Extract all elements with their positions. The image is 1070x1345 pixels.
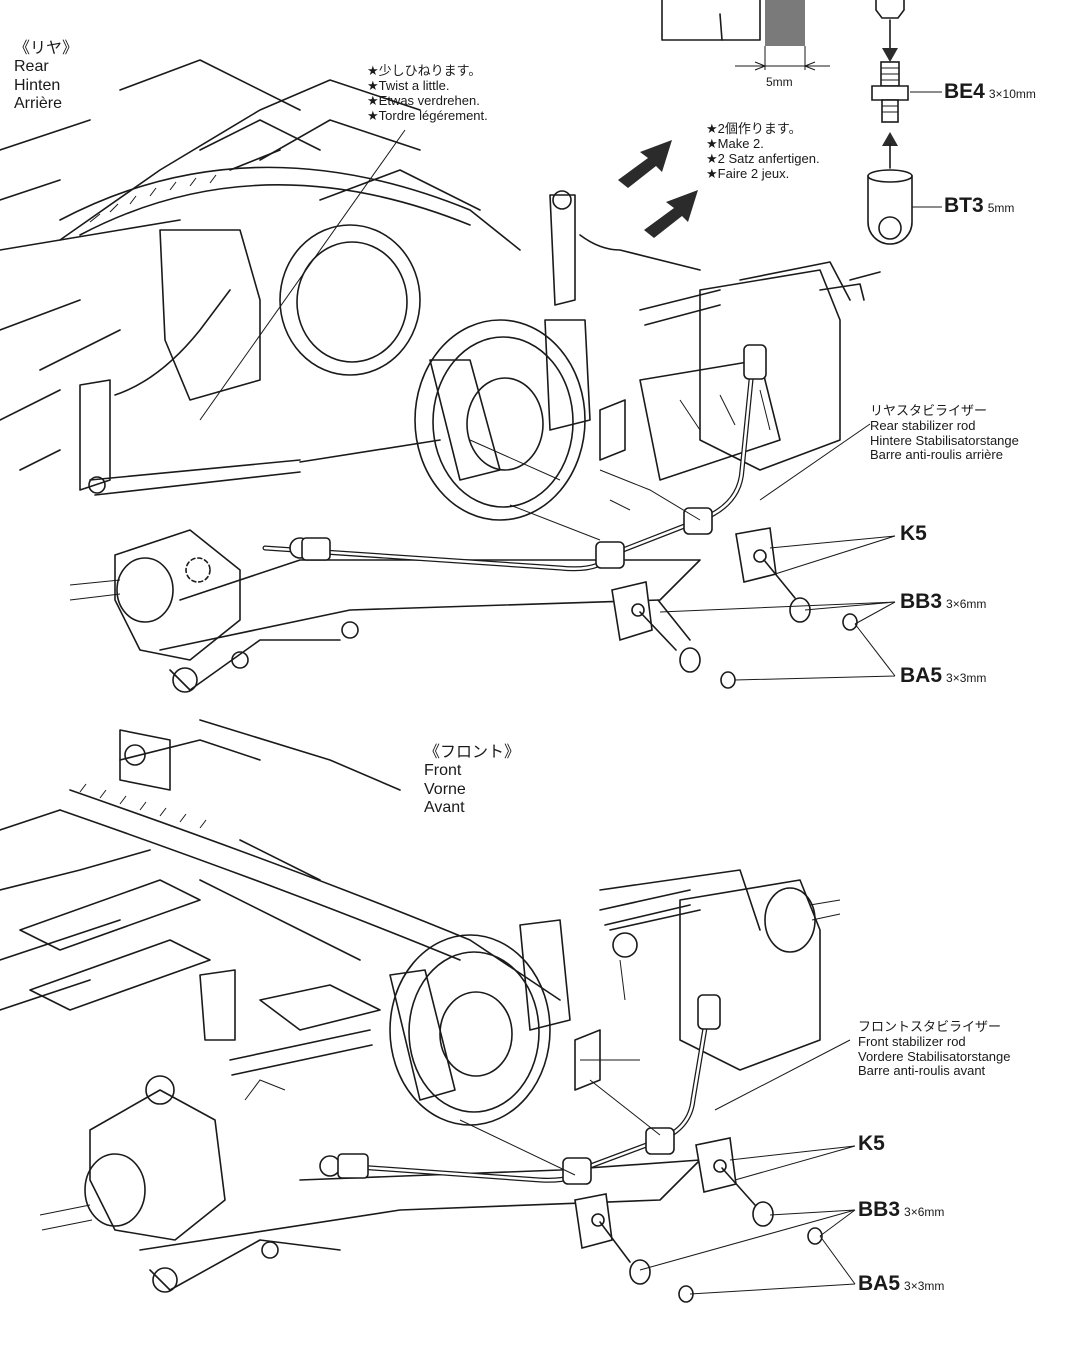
cut-length-inset <box>661 0 830 71</box>
rear-stabilizer-de: Hintere Stabilisatorstange <box>870 432 1019 448</box>
be4-code: BE4 <box>944 80 985 103</box>
front-bb3-code: BB3 <box>858 1198 901 1221</box>
make-two-en: ★Make 2. <box>706 135 764 151</box>
front-stabilizer-callout: フロントスタビライザー Front stabilizer rod Vordere… <box>858 1019 1011 1079</box>
twist-note-en: ★Twist a little. <box>367 77 450 93</box>
front-stabilizer-de: Vordere Stabilisatorstange <box>858 1048 1011 1064</box>
front-k5-code: K5 <box>858 1132 885 1155</box>
rear-label-en: Rear <box>14 58 49 76</box>
rear-assembly-drawing <box>0 59 896 693</box>
rear-k5-code: K5 <box>900 522 927 545</box>
rear-k5-label: K5 <box>900 522 927 546</box>
rear-stabilizer-en: Rear stabilizer rod <box>870 417 976 433</box>
rear-stabilizer-callout: リヤスタビライザー Rear stabilizer rod Hintere St… <box>870 403 1019 463</box>
front-ba5-size: 3×3mm <box>904 1279 945 1293</box>
front-section-label: 《フロント》 Front Vorne Avant <box>424 744 520 818</box>
rear-bb3-size: 3×6mm <box>946 597 987 611</box>
be4-size: 3×10mm <box>988 87 1036 101</box>
rear-label-fr: Arrière <box>14 95 63 113</box>
rear-section-label: 《リヤ》 Rear Hinten Arrière <box>14 40 78 114</box>
front-assembly-drawing <box>0 719 856 1303</box>
front-bb3-size: 3×6mm <box>904 1205 945 1219</box>
make-two-fr: ★Faire 2 jeux. <box>706 165 790 181</box>
rear-label-de: Hinten <box>14 76 61 94</box>
front-stabilizer-en: Front stabilizer rod <box>858 1033 966 1049</box>
make-two-jp: ★2個作ります。 <box>706 121 802 136</box>
front-k5-label: K5 <box>858 1132 885 1156</box>
rear-ba5-code: BA5 <box>900 664 943 687</box>
front-ba5-code: BA5 <box>858 1272 901 1295</box>
bt3-code: BT3 <box>944 194 984 217</box>
twist-note-fr: ★Tordre légérement. <box>367 107 488 123</box>
front-stabilizer-jp: フロントスタビライザー <box>858 1019 1002 1034</box>
front-label-de: Vorne <box>424 780 466 798</box>
be4-bt3-exploded <box>867 0 942 245</box>
twist-note-de: ★Etwas verdrehen. <box>367 92 480 108</box>
rear-ba5-size: 3×3mm <box>946 671 987 685</box>
rear-label-jp: 《リヤ》 <box>14 40 79 57</box>
twist-note: ★少しひねります。 ★Twist a little. ★Etwas verdre… <box>367 63 488 124</box>
make-two-de: ★2 Satz anfertigen. <box>706 150 820 166</box>
inset-dimension-label: 5mm <box>766 75 793 89</box>
rear-bb3-code: BB3 <box>900 590 943 613</box>
front-label-fr: Avant <box>424 799 465 817</box>
rear-stabilizer-fr: Barre anti-roulis arrière <box>870 447 1003 463</box>
front-label-jp: 《フロント》 <box>424 744 521 761</box>
front-label-en: Front <box>424 762 462 780</box>
rear-stabilizer-jp: リヤスタビライザー <box>870 403 988 418</box>
twist-note-jp: ★少しひねります。 <box>367 63 482 78</box>
make-two-note: ★2個作ります。 ★Make 2. ★2 Satz anfertigen. ★F… <box>706 121 820 182</box>
front-stabilizer-fr: Barre anti-roulis avant <box>858 1063 986 1079</box>
bt3-size: 5mm <box>987 201 1015 215</box>
